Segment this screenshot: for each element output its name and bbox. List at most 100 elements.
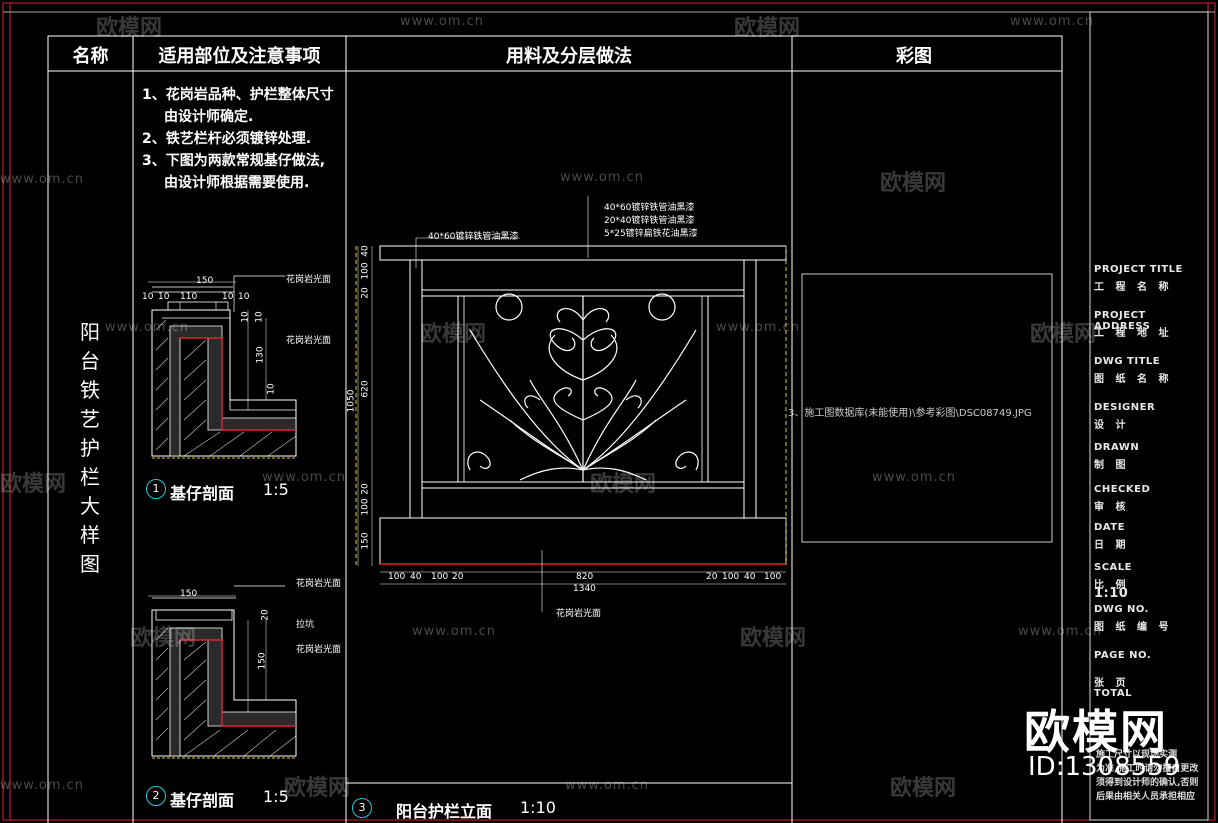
elevation-label: 40*60镀锌铁管油黑漆 bbox=[604, 203, 695, 213]
watermark-url: www.om.cn bbox=[262, 470, 346, 485]
note-line: 由设计师确定. bbox=[164, 109, 254, 125]
elevation-dim-bottom: 100 bbox=[764, 572, 782, 582]
elevation-dim-total-width: 1340 bbox=[573, 584, 596, 594]
section-2-label-a: 花岗岩光面 bbox=[296, 579, 342, 589]
tb-dwg-no-cn: 图 纸 编 号 bbox=[1094, 622, 1173, 633]
watermark-brand: 欧模网 bbox=[880, 171, 947, 196]
elevation-number: 3 bbox=[352, 798, 372, 818]
item-title: 阳台铁艺护栏大样图 bbox=[80, 320, 100, 576]
watermark-url: www.om.cn bbox=[560, 170, 644, 185]
tb-dwg-title: DWG TITLE bbox=[1094, 356, 1161, 367]
elevation-label: 20*40镀锌铁管油黑漆 bbox=[604, 216, 695, 226]
tb-scale-value: 1:10 bbox=[1094, 586, 1129, 601]
watermark-url: www.om.cn bbox=[105, 320, 189, 335]
section-1-dim-side: 130 bbox=[255, 346, 266, 364]
elevation-dim-bottom: 40 bbox=[744, 572, 756, 582]
photo-frame bbox=[801, 273, 1053, 543]
section-2-label-b: 拉坑 bbox=[296, 620, 315, 630]
section-1-dim-side: 10 bbox=[266, 383, 277, 395]
watermark-url: www.om.cn bbox=[1010, 14, 1094, 29]
tb-checked-cn: 审 核 bbox=[1094, 502, 1130, 513]
tb-drawn: DRAWN bbox=[1094, 442, 1140, 453]
watermark-brand: 欧模网 bbox=[96, 16, 163, 41]
section-1-label-b: 花岗岩光面 bbox=[286, 336, 332, 346]
watermark-brand: 欧模网 bbox=[1030, 322, 1097, 347]
watermark-url: www.om.cn bbox=[412, 624, 496, 639]
railing-elevation bbox=[355, 196, 787, 612]
section-1-drawing bbox=[148, 275, 297, 459]
elevation-scale: 1:10 bbox=[520, 798, 556, 817]
tb-date-cn: 日 期 bbox=[1094, 540, 1130, 551]
section-2-title: 基仔剖面 bbox=[170, 791, 235, 810]
tb-total: TOTAL bbox=[1094, 688, 1132, 699]
watermark-brand: 欧模网 bbox=[890, 776, 957, 801]
elevation-label: 5*25镀锌扁铁花油黑漆 bbox=[604, 229, 698, 239]
header-usage: 适用部位及注意事项 bbox=[158, 46, 321, 67]
section-1-dim-part: 10 bbox=[158, 292, 170, 302]
note-line: 3、下图为两款常规基仔做法, bbox=[142, 153, 326, 169]
elevation-dim-left: 150 bbox=[360, 532, 371, 550]
watermark-brand: 欧模网 bbox=[284, 776, 351, 801]
section-1-number: 1 bbox=[146, 479, 166, 499]
tb-scale-cn: 比 例 bbox=[1094, 580, 1130, 591]
header-name: 名称 bbox=[72, 46, 109, 67]
watermark-brand: 欧模网 bbox=[590, 472, 657, 497]
elevation-dim-left: 100 bbox=[360, 498, 371, 516]
tb-project-title-cn: 工 程 名 称 bbox=[1094, 282, 1173, 293]
note-line: 1、花岗岩品种、护栏整体尺寸 bbox=[142, 87, 334, 103]
tb-dwg-no: DWG NO. bbox=[1094, 604, 1149, 615]
elevation-dim-bottom: 820 bbox=[576, 572, 594, 582]
section-1-dim-top: 150 bbox=[196, 276, 214, 286]
section-2-dim-side: 20 bbox=[260, 609, 271, 621]
footnote-line: 须得到设计师的确认,否则 bbox=[1096, 778, 1199, 788]
title-block-frame bbox=[1089, 11, 1209, 821]
section-1-dim-side: 10 bbox=[254, 311, 265, 323]
watermark-url: www.om.cn bbox=[716, 320, 800, 335]
title-block-footnote: 施工尺寸以现场实测 为准,施工时请勿擅自更改 须得到设计师的确认,否则 后果由相… bbox=[1096, 748, 1214, 804]
watermark-url: www.om.cn bbox=[872, 470, 956, 485]
watermark-url: www.om.cn bbox=[1018, 624, 1102, 639]
title-block: PROJECT TITLE 工 程 名 称 PROJECT ADDRESS 工 … bbox=[1094, 264, 1206, 704]
elevation-dim-left: 20 bbox=[360, 287, 371, 299]
elevation-dim-bottom: 100 bbox=[431, 572, 449, 582]
watermark-brand: 欧模网 bbox=[740, 626, 807, 651]
elevation-dim-left: 40 bbox=[360, 245, 371, 257]
watermark-brand: 欧模网 bbox=[0, 472, 67, 497]
note-line: 2、铁艺栏杆必须镀锌处理. bbox=[142, 131, 312, 147]
section-2-label-c: 花岗岩光面 bbox=[296, 645, 342, 655]
watermark-brand: 欧模网 bbox=[420, 322, 487, 347]
footnote-line: 施工尺寸以现场实测 bbox=[1096, 750, 1178, 760]
tb-scale: SCALE bbox=[1094, 562, 1132, 573]
watermark-url: www.om.cn bbox=[0, 172, 84, 187]
elevation-dim-left: 620 bbox=[360, 380, 371, 398]
elevation-dim-left: 100 bbox=[360, 262, 371, 280]
note-line: 由设计师根据需要使用. bbox=[164, 175, 310, 191]
section-1-scale: 1:5 bbox=[263, 480, 289, 499]
section-1-dim-part: 10 bbox=[238, 292, 250, 302]
tb-drawn-cn: 制 图 bbox=[1094, 460, 1130, 471]
section-2-dim-side: 150 bbox=[257, 652, 268, 670]
section-1-dim-part: 10 bbox=[222, 292, 234, 302]
tb-project-address-cn: 工 程 地 址 bbox=[1094, 328, 1173, 339]
watermark-brand: 欧模网 bbox=[130, 626, 197, 651]
tb-designer: DESIGNER bbox=[1094, 402, 1156, 413]
section-1-dim-part: 110 bbox=[180, 292, 198, 302]
tb-dwg-title-cn: 图 纸 名 称 bbox=[1094, 374, 1173, 385]
elevation-dim-left: 20 bbox=[360, 483, 371, 495]
tb-checked: CHECKED bbox=[1094, 484, 1151, 495]
elevation-title: 阳台护栏立面 bbox=[396, 802, 493, 821]
watermark-url: www.om.cn bbox=[0, 778, 84, 793]
elevation-dim-bottom: 20 bbox=[706, 572, 718, 582]
tb-date: DATE bbox=[1094, 522, 1125, 533]
tb-project-address: PROJECT ADDRESS bbox=[1094, 310, 1151, 332]
main-table bbox=[47, 35, 1063, 823]
tb-page-no-cn: 张 页 bbox=[1094, 678, 1130, 689]
section-2-drawing bbox=[148, 585, 297, 759]
section-1-dim-side: 10 bbox=[240, 311, 251, 323]
header-color: 彩图 bbox=[896, 46, 932, 67]
elevation-dim-bottom: 100 bbox=[722, 572, 740, 582]
elevation-dim-bottom: 100 bbox=[388, 572, 406, 582]
elevation-bottom-label: 花岗岩光面 bbox=[556, 609, 602, 619]
